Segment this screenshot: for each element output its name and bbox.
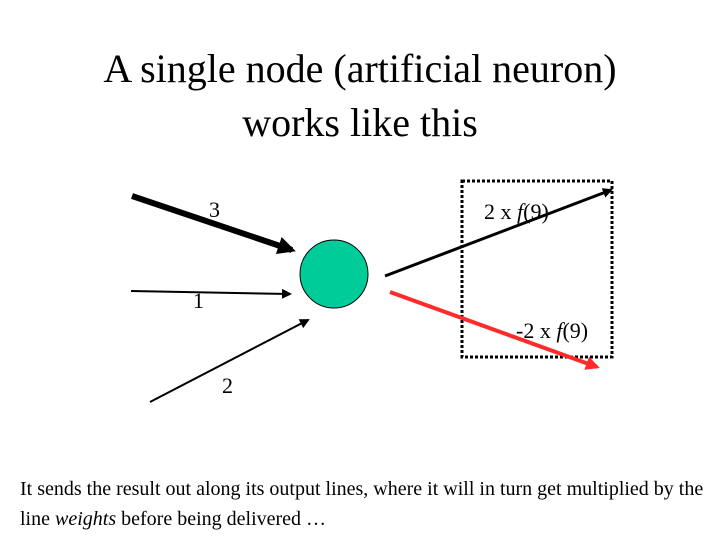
output-region-box (460, 179, 614, 359)
output-top-func: f (517, 199, 524, 224)
output-bottom-prefix: -2 x (516, 318, 557, 343)
neuron-node (299, 239, 369, 309)
input-weight-middle-label: 1 (193, 288, 204, 313)
output-top-suffix: (9) (523, 199, 549, 224)
caption-part-1: It sends the result out along its output… (20, 478, 704, 530)
title-line-1: A single node (artificial neuron) (103, 46, 617, 91)
output-top-label: 2 x f(9) (484, 200, 549, 224)
input-line-top (131, 193, 296, 255)
caption-part-2: before being delivered … (116, 508, 327, 530)
output-bottom-label: -2 x f(9) (516, 319, 588, 343)
output-line-bottom-red (389, 290, 600, 370)
caption-text: It sends the result out along its output… (20, 474, 710, 534)
title-line-2: works like this (242, 100, 478, 145)
slide-title: A single node (artificial neuron) works … (0, 42, 720, 150)
input-line-bottom (149, 319, 310, 403)
input-weight-top-label: 3 (209, 197, 220, 222)
output-top-prefix: 2 x (484, 199, 517, 224)
input-weight-bottom-label: 2 (222, 373, 233, 398)
output-bottom-func: f (556, 318, 563, 343)
output-line-top (384, 188, 613, 278)
caption-emphasis: weights (55, 508, 117, 530)
output-bottom-suffix: (9) (562, 318, 589, 343)
input-line-middle (130, 288, 292, 299)
